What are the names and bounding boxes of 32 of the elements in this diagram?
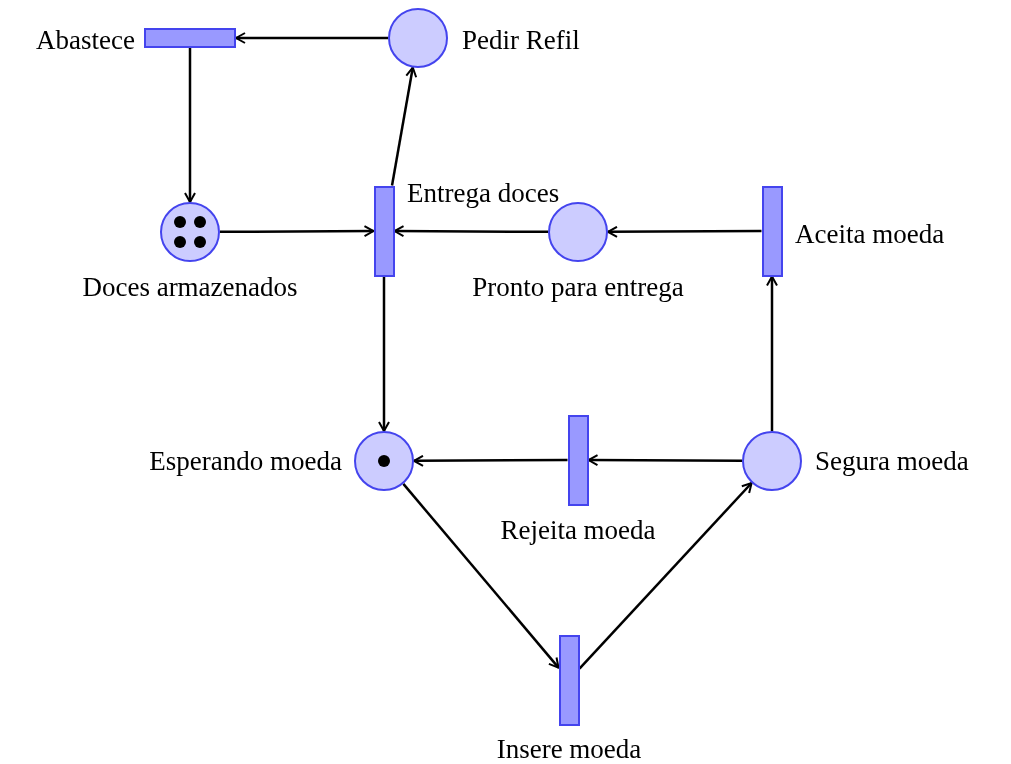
arrow <box>607 225 762 238</box>
node-label: Pronto para entrega <box>472 273 684 301</box>
arrow <box>220 225 375 238</box>
arrow <box>578 482 753 670</box>
arrow <box>413 454 568 467</box>
place-circle <box>354 431 414 491</box>
arrow <box>184 48 196 203</box>
node-label: Esperando moeda <box>149 447 342 475</box>
arrow <box>378 276 390 432</box>
arrow <box>587 454 742 467</box>
place-circle <box>548 202 608 262</box>
transition-bar <box>567 414 589 506</box>
node-label: Entrega doces <box>407 179 560 207</box>
arrow <box>235 32 388 44</box>
place-circle <box>160 202 220 262</box>
arrow <box>402 483 560 669</box>
arrow <box>390 66 418 186</box>
place-circle <box>742 431 802 491</box>
node-label: Doces armazenados <box>82 273 298 301</box>
transition-bar <box>761 185 783 277</box>
node-label: Insere moeda <box>496 735 642 763</box>
node-label: Rejeita moeda <box>500 516 656 544</box>
place-circle <box>388 8 448 68</box>
node-label: Segura moeda <box>815 447 969 475</box>
node-label: Aceita moeda <box>795 220 945 248</box>
node-label: Abastece <box>36 26 135 54</box>
arrow <box>393 225 548 238</box>
arrow <box>766 275 778 431</box>
transition-bar <box>373 185 395 277</box>
transition-bar <box>558 634 580 726</box>
transition-bar <box>144 28 236 48</box>
node-label: Pedir Refil <box>462 26 580 54</box>
